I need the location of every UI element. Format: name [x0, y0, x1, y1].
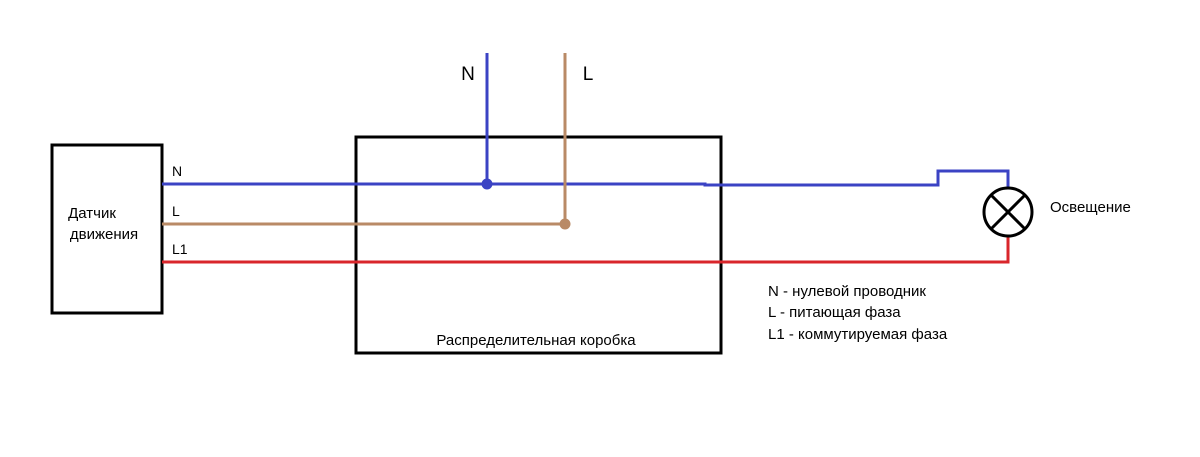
sensor-label-line2: движения	[70, 226, 138, 243]
junction-box-label: Распределительная коробка	[436, 332, 636, 349]
neutral-wire	[162, 169, 1010, 188]
terminal-l1-label: L1	[172, 241, 188, 257]
legend-item-l1: L1 - коммутируемая фаза	[768, 326, 948, 343]
junction-box	[354, 135, 723, 355]
motion-sensor-box	[50, 143, 164, 315]
feed-n-label: N	[461, 64, 475, 85]
terminal-n-label: N	[172, 163, 182, 179]
phase-junction-dot	[559, 218, 571, 230]
sensor-label-line1: Датчик	[68, 205, 116, 222]
legend-item-n: N - нулевой проводник	[768, 283, 926, 300]
neutral-junction-dot	[481, 178, 493, 190]
lamp-icon	[982, 186, 1034, 238]
lamp-label: Освещение	[1050, 199, 1131, 216]
switched-phase-wire	[162, 236, 1010, 264]
legend-item-l: L - питающая фаза	[768, 304, 901, 321]
feed-l-label: L	[583, 64, 594, 85]
terminal-l-label: L	[172, 203, 180, 219]
